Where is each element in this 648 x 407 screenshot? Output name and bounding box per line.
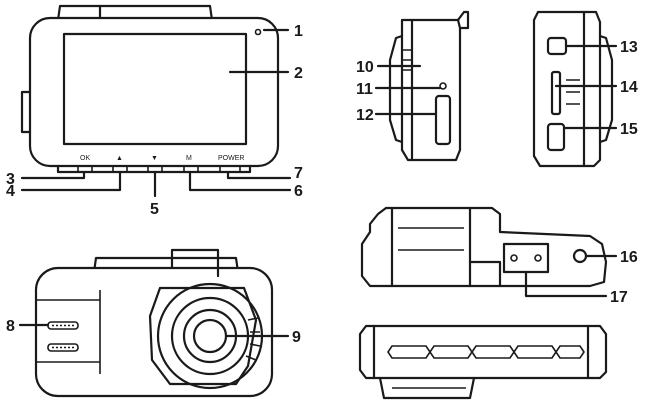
side-button xyxy=(434,94,452,146)
sd-card-slot xyxy=(550,70,562,116)
bottom-body xyxy=(358,324,608,380)
hdmi-port xyxy=(546,122,566,152)
callout-17: 17 xyxy=(610,289,628,306)
left-side-body xyxy=(400,18,462,162)
button-label-menu: M xyxy=(186,155,192,162)
bottom-view xyxy=(358,324,608,400)
callout-11: 11 xyxy=(356,81,373,98)
left-side-view xyxy=(374,10,470,162)
button-label-ok: OK xyxy=(80,155,90,162)
top-body xyxy=(360,206,608,288)
front-view: OK ▲ ▼ M POWER xyxy=(20,4,292,198)
callout-9: 9 xyxy=(292,329,301,346)
button-label-up: ▲ xyxy=(116,155,123,162)
callout-14: 14 xyxy=(620,79,638,96)
callout-numbers: 1 2 3 4 5 6 7 8 9 10 11 12 13 14 15 16 1… xyxy=(6,23,638,346)
callout-3: 3 xyxy=(6,171,15,188)
indicator-led xyxy=(254,28,262,36)
callout-2: 2 xyxy=(294,65,303,82)
callout-16: 16 xyxy=(620,249,638,266)
callout-15: 15 xyxy=(620,121,638,138)
top-view xyxy=(360,206,618,298)
callout-5: 5 xyxy=(150,201,159,218)
right-side-body xyxy=(532,10,602,168)
rear-view xyxy=(18,248,290,398)
callout-1: 1 xyxy=(294,23,303,40)
screen xyxy=(62,32,248,146)
right-side-view xyxy=(532,10,618,168)
callout-13: 13 xyxy=(620,39,638,56)
callout-6: 6 xyxy=(294,183,303,200)
reset-hole xyxy=(439,82,447,90)
bottom-buttons xyxy=(387,345,585,359)
callout-10: 10 xyxy=(356,59,374,76)
callout-7: 7 xyxy=(294,165,303,182)
callout-4: 4 xyxy=(6,183,15,200)
callout-8: 8 xyxy=(6,318,15,335)
button-label-power: POWER xyxy=(218,155,244,162)
button-label-down: ▼ xyxy=(151,155,158,162)
callout-12: 12 xyxy=(356,107,374,124)
